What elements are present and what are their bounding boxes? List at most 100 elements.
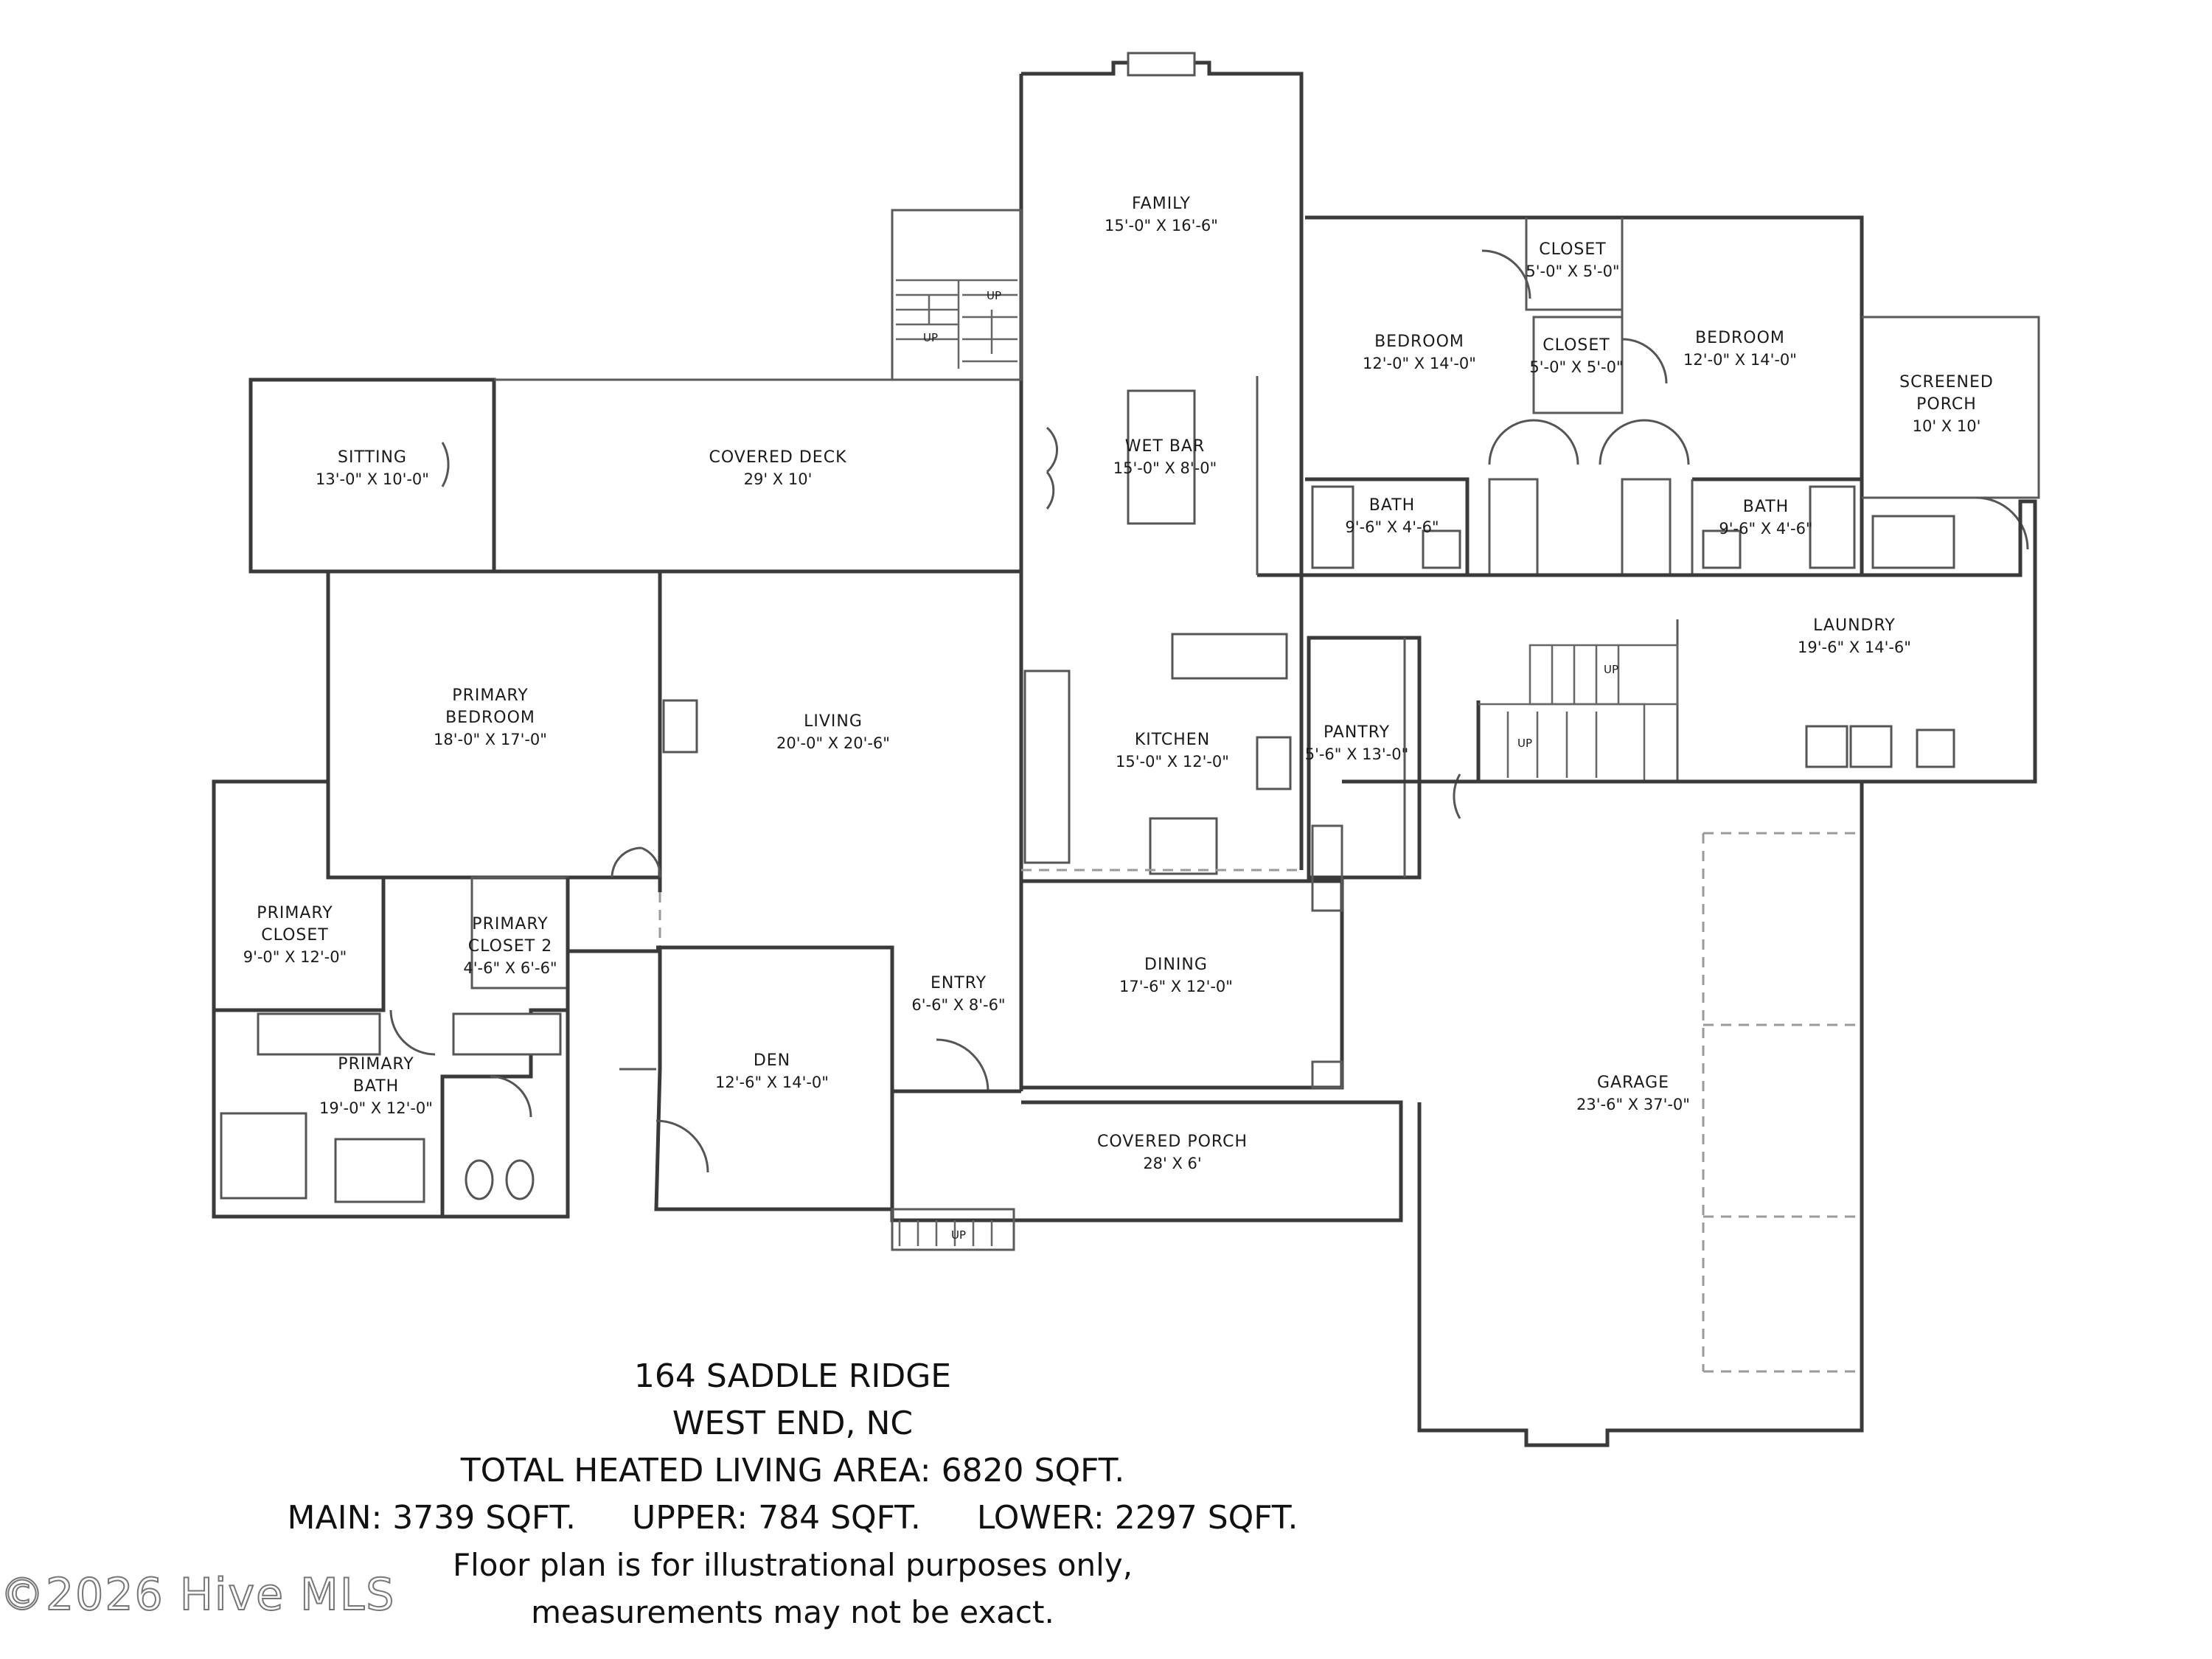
bath-left-vanity [1422, 529, 1461, 569]
kitchen-dims: 15'-0" X 12'-0" [1116, 753, 1229, 771]
dining-walls [1021, 879, 1344, 1090]
garage-label: GARAGE [1597, 1074, 1669, 1092]
upper-area-text: UPPER: 784 SQFT. [632, 1499, 921, 1537]
primary-closet-2-dims: 4'-6" X 6'-6" [463, 959, 557, 977]
laundry-tub [1871, 515, 1955, 569]
primary-closet-2-label-2: CLOSET 2 [468, 937, 552, 956]
entry-label: ENTRY [931, 974, 987, 992]
bedroom-right-dims: 12'-0" X 14'-0" [1683, 351, 1797, 369]
laundry-dims: 19'-6" X 14'-6" [1798, 639, 1911, 656]
den-dims: 12'-6" X 14'-0" [715, 1074, 829, 1091]
vanity-left [257, 1012, 381, 1056]
tub [334, 1138, 425, 1203]
stair-up-label-1: UP [987, 289, 1001, 302]
shower [220, 1112, 307, 1200]
disclaimer-line-2: measurements may not be exact. [531, 1594, 1054, 1630]
primary-closet-label-2: CLOSET [261, 926, 328, 945]
washer [1805, 725, 1848, 768]
covered-porch-walls [890, 1091, 1403, 1251]
primary-bath-dims: 19'-0" X 12'-0" [319, 1099, 433, 1117]
stair-up-label-3: UP [1604, 663, 1618, 676]
primary-bedroom-label-1: PRIMARY [452, 686, 528, 705]
wet-bar-label: WET BAR [1125, 437, 1206, 456]
bedroom-left-label: BEDROOM [1374, 333, 1464, 351]
laundry-label: LAUNDRY [1813, 616, 1896, 635]
closet-mid-label: CLOSET [1543, 336, 1610, 355]
dining-label: DINING [1144, 956, 1208, 974]
pantry-dims: 5'-6" X 13'-0" [1305, 745, 1409, 763]
city-text: WEST END, NC [672, 1405, 914, 1442]
dining-dims: 17'-6" X 12'-0" [1119, 978, 1233, 995]
fireplace-hearth [1127, 52, 1196, 77]
kitchen-counter-top [1171, 633, 1288, 680]
primary-closet-dims: 9'-0" X 12'-0" [243, 948, 347, 966]
entry-dims: 6'-6" X 8'-6" [911, 996, 1005, 1014]
family-dims: 15'-0" X 16'-6" [1105, 217, 1218, 234]
primary-bath-label-1: PRIMARY [338, 1055, 414, 1074]
garage-walls [1342, 779, 1864, 1447]
covered-deck-label: COVERED DECK [709, 448, 847, 467]
vanity-right [452, 1012, 562, 1056]
primary-bedroom-label-2: BEDROOM [445, 709, 535, 727]
sitting-label: SITTING [338, 448, 407, 467]
screened-porch-dims: 10' X 10' [1913, 417, 1981, 435]
closet-mid-dims: 5'-0" X 5'-0" [1529, 358, 1623, 376]
total-area-text: TOTAL HEATED LIVING AREA: 6820 SQFT. [460, 1452, 1125, 1489]
bedroom-left-dims: 12'-0" X 14'-0" [1363, 355, 1476, 372]
room-labels: FAMILY 15'-0" X 16'-6" WET BAR 15'-0" X … [243, 195, 1994, 1172]
bath-left-label: BATH [1369, 496, 1415, 515]
living-fireplace [662, 699, 698, 754]
screened-porch-label-1: SCREENED [1899, 373, 1994, 392]
primary-closet-2-label-1: PRIMARY [472, 915, 548, 933]
stair-up-label-4: UP [1517, 737, 1532, 750]
living-dims: 20'-0" X 20'-6" [776, 734, 890, 752]
bath-left-dims: 9'-6" X 4'-6" [1345, 518, 1439, 536]
toilet-2 [505, 1159, 535, 1200]
den-entry-walls [566, 877, 1023, 1211]
level-areas: MAIN: 3739 SQFT. UPPER: 784 SQFT. LOWER: 2… [221, 1495, 1364, 1542]
toilet-1 [465, 1159, 494, 1200]
stair-labels: UP UP UP UP UP [923, 289, 1618, 1242]
covered-porch-dims: 28' X 6' [1143, 1155, 1201, 1172]
watermark-text: ©2026 Hive MLS [0, 1568, 396, 1621]
screened-porch-label-2: PORCH [1916, 395, 1977, 414]
closet-top-label: CLOSET [1539, 240, 1606, 259]
kitchen-label: KITCHEN [1135, 731, 1210, 749]
den-label: DEN [754, 1051, 790, 1070]
wet-bar-dims: 15'-0" X 8'-0" [1113, 459, 1217, 477]
disclaimer-line-1: Floor plan is for illustrational purpose… [452, 1547, 1133, 1583]
laundry-sink [1916, 728, 1955, 768]
lower-area-text: LOWER: 2297 SQFT. [976, 1499, 1298, 1537]
address-text: 164 SADDLE RIDGE [633, 1357, 952, 1395]
primary-bath-wing [212, 779, 570, 1219]
covered-deck-dims: 29' X 10' [744, 470, 813, 488]
pantry-label: PANTRY [1324, 723, 1390, 742]
plan-notes: 164 SADDLE RIDGE WEST END, NC TOTAL HEAT… [221, 1353, 1364, 1636]
stair-up-label-5: UP [951, 1228, 966, 1242]
living-label: LIVING [804, 712, 863, 731]
primary-bedroom-dims: 18'-0" X 17'-0" [434, 731, 547, 748]
bath-right-shower [1809, 485, 1856, 569]
family-label: FAMILY [1132, 195, 1191, 213]
sitting-dims: 13'-0" X 10'-0" [316, 470, 429, 488]
screened-porch-walls [1862, 316, 2040, 550]
laundry-pantry-walls [1301, 499, 2037, 912]
bath-right-dims: 9'-6" X 4'-6" [1719, 520, 1812, 538]
closet-top-dims: 5'-0" X 5'-0" [1526, 262, 1619, 280]
kitchen-counter-left [1023, 669, 1071, 864]
stair-up-label-2: UP [923, 331, 938, 344]
bath-left-shower [1311, 485, 1354, 569]
central-block-walls [1019, 52, 1304, 881]
range [1256, 736, 1292, 790]
bath-right-label: BATH [1743, 498, 1789, 516]
bath-right-vanity [1702, 529, 1742, 569]
main-area-text: MAIN: 3739 SQFT. [287, 1499, 577, 1537]
dryer [1849, 725, 1893, 768]
primary-closet-label-1: PRIMARY [257, 904, 333, 922]
deck-stairs [891, 209, 1023, 381]
wet-bar-island [1127, 389, 1196, 525]
sitting-deck-walls [248, 378, 1058, 574]
kitchen-island [1149, 817, 1218, 875]
garage-dims: 23'-6" X 37'-0" [1576, 1096, 1690, 1113]
